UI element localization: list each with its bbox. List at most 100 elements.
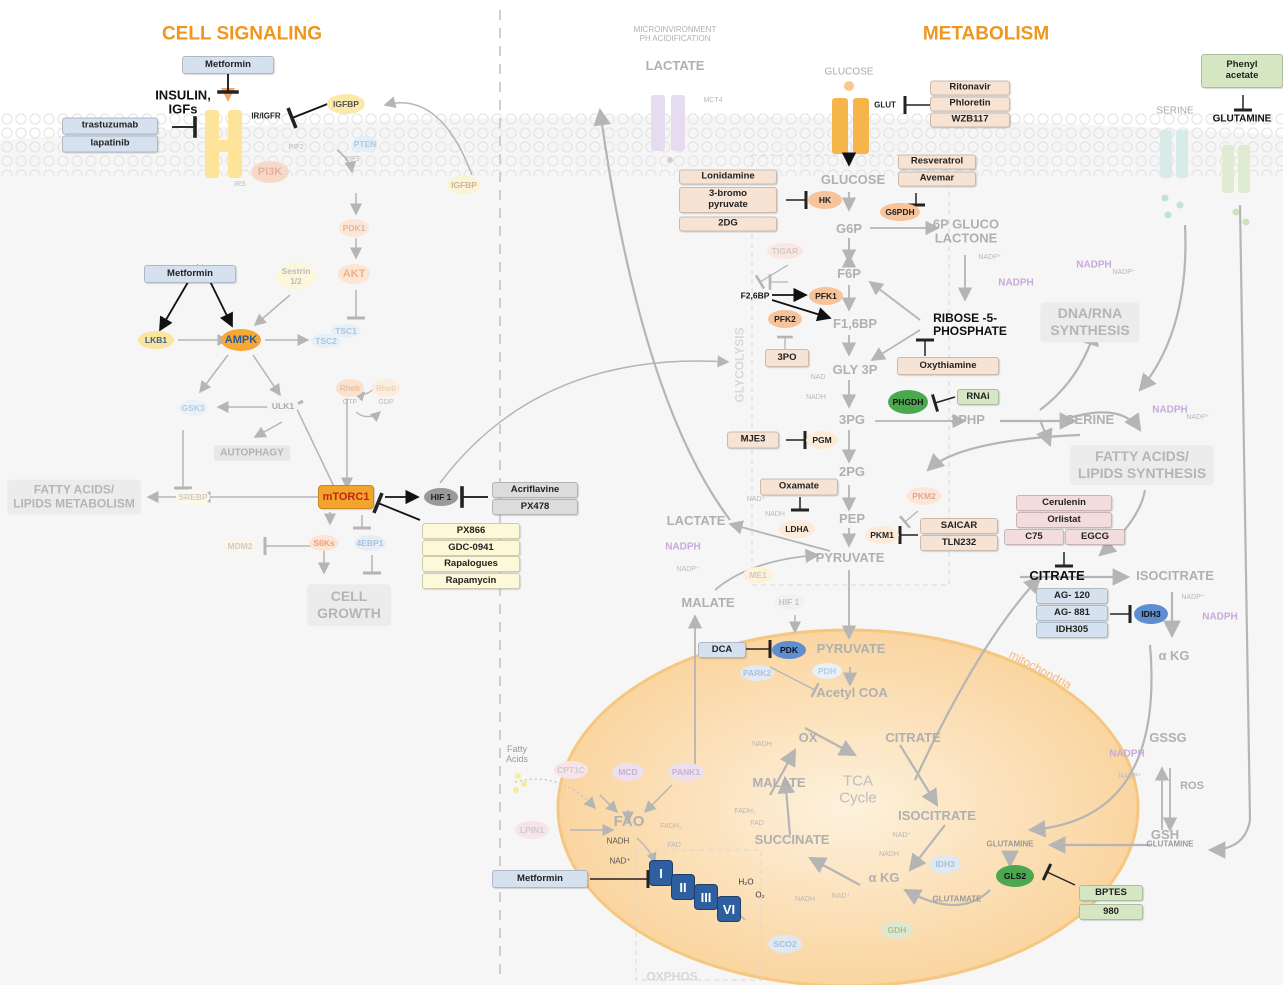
drug-tln232: TLN232 (920, 535, 998, 551)
akg-mito: α KG (868, 869, 900, 885)
nadph-f: NADPH (1109, 748, 1145, 760)
complex-i: I (649, 860, 673, 886)
rheb-gtp-node: Rheb (336, 379, 364, 397)
oxphos-box (635, 849, 762, 981)
drug-980: 980 (1079, 904, 1143, 920)
drug-mje3: MJE3 (727, 431, 779, 449)
ldha-node: LDHA (779, 520, 815, 538)
irs-label: IRS (234, 181, 246, 189)
drug-3-bromopyruvate: 3-bromo pyruvate (679, 187, 777, 213)
srebp-node: SREBP (176, 489, 210, 505)
pi3k-node: PI3K (251, 161, 289, 183)
cpt1c-node: CPT1C (554, 761, 588, 779)
serine-intracellular: SERINE (1065, 411, 1115, 427)
park2-node: PARK2 (740, 665, 774, 681)
drug-lapatinib: lapatinib (62, 135, 158, 153)
phgdh-node: PHGDH (888, 390, 928, 414)
drug-phenyl-acetate: Phenyl acetate (1201, 54, 1283, 88)
idh3-node: IDH3 (1134, 604, 1168, 624)
drug-dca: DCA (698, 642, 746, 658)
gdp-label: GDP (378, 399, 394, 407)
hif1-node-2: HIF 1 (774, 594, 804, 610)
glutamine-mito: GLUTAMINE (986, 839, 1034, 849)
ir-igfr-label: IR/IGFR (251, 111, 281, 121)
serine-transporter (1160, 130, 1188, 219)
gtp-label: GTP (342, 399, 358, 407)
isocitrate-cytosol: ISOCITRATE (1136, 567, 1214, 583)
akt-node: AKT (338, 264, 370, 284)
cell-growth-box: CELL GROWTH (307, 584, 391, 626)
gdh-node: GDH (881, 921, 913, 939)
nadp-f: NADP⁺ (1118, 773, 1142, 781)
drug-2dg: 2DG (679, 216, 777, 232)
ribose-5-phosphate-label: RIBOSE -5- PHOSPHATE (933, 310, 1007, 338)
drug-ag-120: AG- 120 (1036, 588, 1108, 604)
drug-3po: 3PO (765, 349, 809, 367)
g6pdh-node: G6PDH (880, 203, 920, 221)
mct4-label: MCT4 (703, 97, 723, 105)
drug-oxamate: Oxamate (760, 478, 838, 496)
pkm2-node: PKM2 (907, 487, 941, 505)
glutamate-label: GLUTAMATE (932, 894, 982, 904)
mtorc1-node: mTORC1 (318, 485, 374, 509)
gsk3-node: GSK3 (178, 400, 208, 416)
nadph-b: NADPH (1076, 259, 1112, 271)
nadh-1: NADH (806, 394, 826, 402)
tsc1-node: TSC1 (331, 324, 361, 338)
citrate-cytosol: CITRATE (1029, 567, 1085, 583)
3pg-label: 3PG (838, 411, 866, 427)
mcd-node: MCD (612, 763, 644, 781)
pten-node: PTEN (352, 136, 378, 152)
g6p-label: G6P (835, 220, 863, 236)
glutamine-transporter (1222, 145, 1250, 226)
nadh-2: NADH (765, 511, 785, 519)
pyruvate-cytosol: PYRUVATE (815, 549, 885, 565)
ampk-node: AMPK (221, 329, 261, 351)
drug-cerulenin: Cerulenin (1016, 495, 1112, 511)
metabolism-title: METABOLISM (922, 23, 1050, 45)
dna-rna-synthesis-box: DNA/RNA SYNTHESIS (1040, 302, 1140, 342)
complex-vi: VI (717, 896, 741, 922)
fadh2-m: FADH₂ (734, 808, 756, 816)
gly3p-label: GLY 3P (832, 361, 878, 377)
f16bp-label: F1,6BP (832, 315, 878, 331)
pank1-node: PANK1 (668, 763, 704, 781)
fad-m: FAD (750, 820, 764, 828)
drug-metformin-top: Metformin (182, 56, 274, 74)
complex-iii: III (694, 884, 718, 910)
citrate-mito: CITRATE (885, 729, 941, 745)
nad-1: NAD (810, 374, 826, 382)
drug-px478: PX478 (492, 499, 578, 515)
nadh-m3: NADH (795, 896, 815, 904)
me1-node: ME1 (743, 567, 773, 583)
drug-rapamycin: Rapamycin (422, 573, 520, 589)
nadp-b: NADP⁺ (1112, 269, 1136, 277)
drug-ritonavir: Ritonavir (930, 80, 1010, 96)
mct4-transporter (651, 95, 685, 151)
drug-bptes: BPTES (1079, 885, 1143, 901)
nadh-m2: NADH (879, 851, 899, 859)
malate-mito: MALATE (752, 774, 806, 790)
nadh-fao: NADH (606, 836, 630, 846)
drug-oxythiamine: Oxythiamine (897, 357, 999, 375)
6p-glucolactone-label: 6P GLUCO LACTONE (932, 216, 1000, 246)
drug-px866: PX866 (422, 523, 520, 539)
nad-m3: NAD⁺ (831, 893, 851, 901)
nad-m: NAD⁺ (892, 832, 912, 840)
lactate-extracellular: LACTATE (645, 57, 705, 73)
microenvironment-label: MICROINVIRONMENT PH ACIDIFICATION (633, 25, 717, 43)
lpin1-node: LPIN1 (515, 821, 549, 839)
nadph-c: NADPH (1152, 404, 1188, 416)
pgm-node: PGM (806, 431, 838, 449)
f26bp-label: F2,6BP (740, 290, 770, 301)
glutamine-right: GLUTAMINE (1146, 839, 1194, 849)
drug-saicar: SAICAR (920, 518, 998, 534)
nadp-d: NADP⁺ (676, 566, 700, 574)
drug-metformin-mid: Metformin (144, 265, 236, 283)
drug-orlistat: Orlistat (1016, 512, 1112, 528)
tsc2-node: TSC2 (311, 334, 341, 348)
ulk1-node: ULK1 (267, 398, 299, 414)
nadph-d: NADPH (665, 541, 701, 553)
o2-label: O₂ (755, 890, 765, 900)
